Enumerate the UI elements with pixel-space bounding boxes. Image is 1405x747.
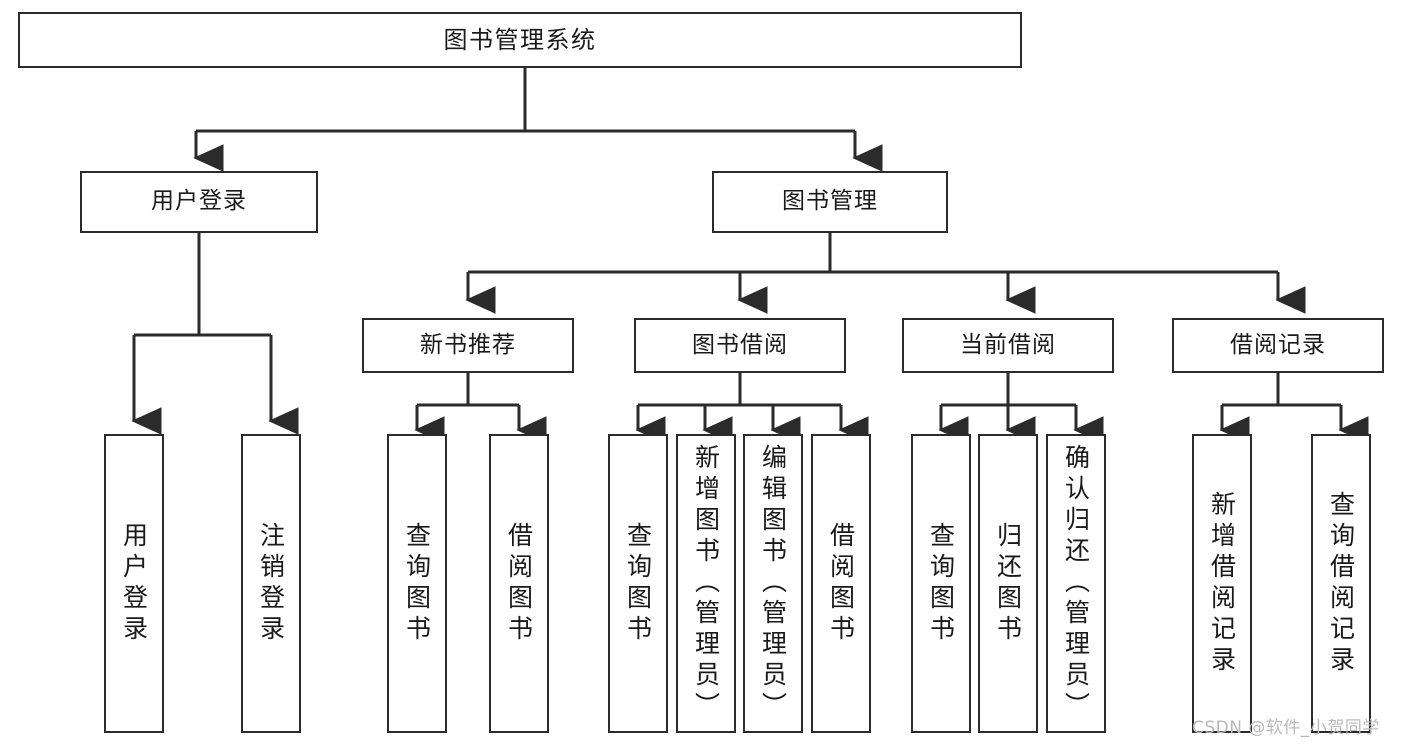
watermark-text: CSDN @软件_小贺同学 <box>1192 718 1380 738</box>
node-root[interactable]: 图书管理系统 <box>18 12 1022 68</box>
node-current-borrow-label: 当前借阅 <box>960 331 1056 358</box>
leaf-confirm-return[interactable]: 确认归还（管理员） <box>1046 434 1106 733</box>
leaf-logout[interactable]: 注销登录 <box>241 434 301 733</box>
leaf-return-book[interactable]: 归还图书 <box>978 434 1038 733</box>
leaf-query-book-2-label: 查询图书 <box>623 521 653 646</box>
leaf-query-book-2[interactable]: 查询图书 <box>608 434 668 733</box>
node-book-manage-label: 图书管理 <box>782 188 878 215</box>
leaf-edit-book[interactable]: 编辑图书（管理员） <box>743 434 803 733</box>
node-current-borrow[interactable]: 当前借阅 <box>902 318 1114 373</box>
leaf-borrow-book-2-label: 借阅图书 <box>826 521 856 646</box>
leaf-query-record[interactable]: 查询借阅记录 <box>1311 434 1371 733</box>
leaf-borrow-book-1[interactable]: 借阅图书 <box>489 434 549 733</box>
node-user-login-label: 用户登录 <box>151 188 247 215</box>
leaf-confirm-return-label: 确认归还（管理员） <box>1061 444 1091 723</box>
node-book-borrow-label: 图书借阅 <box>692 331 788 358</box>
leaf-add-record-label: 新增借阅记录 <box>1207 490 1237 677</box>
leaf-query-record-label: 查询借阅记录 <box>1326 490 1356 677</box>
leaf-add-book-label: 新增图书（管理员） <box>691 444 721 723</box>
leaf-add-record[interactable]: 新增借阅记录 <box>1192 434 1252 733</box>
leaf-query-book-1[interactable]: 查询图书 <box>387 434 447 733</box>
leaf-add-book[interactable]: 新增图书（管理员） <box>676 434 736 733</box>
node-book-manage[interactable]: 图书管理 <box>712 171 948 233</box>
node-new-book-recommend-label: 新书推荐 <box>420 331 516 358</box>
leaf-query-book-1-label: 查询图书 <box>402 521 432 646</box>
leaf-edit-book-label: 编辑图书（管理员） <box>758 444 788 723</box>
leaf-borrow-book-1-label: 借阅图书 <box>504 521 534 646</box>
node-borrow-record[interactable]: 借阅记录 <box>1172 318 1384 373</box>
leaf-user-login[interactable]: 用户登录 <box>104 434 164 733</box>
node-book-borrow[interactable]: 图书借阅 <box>634 318 846 373</box>
leaf-query-book-3[interactable]: 查询图书 <box>911 434 971 733</box>
node-root-label: 图书管理系统 <box>443 25 597 54</box>
leaf-logout-label: 注销登录 <box>256 521 286 646</box>
leaf-borrow-book-2[interactable]: 借阅图书 <box>811 434 871 733</box>
node-borrow-record-label: 借阅记录 <box>1230 331 1326 358</box>
node-user-login[interactable]: 用户登录 <box>80 171 318 233</box>
leaf-return-book-label: 归还图书 <box>993 521 1023 646</box>
node-new-book-recommend[interactable]: 新书推荐 <box>362 318 574 373</box>
leaf-query-book-3-label: 查询图书 <box>926 521 956 646</box>
leaf-user-login-label: 用户登录 <box>119 521 149 646</box>
